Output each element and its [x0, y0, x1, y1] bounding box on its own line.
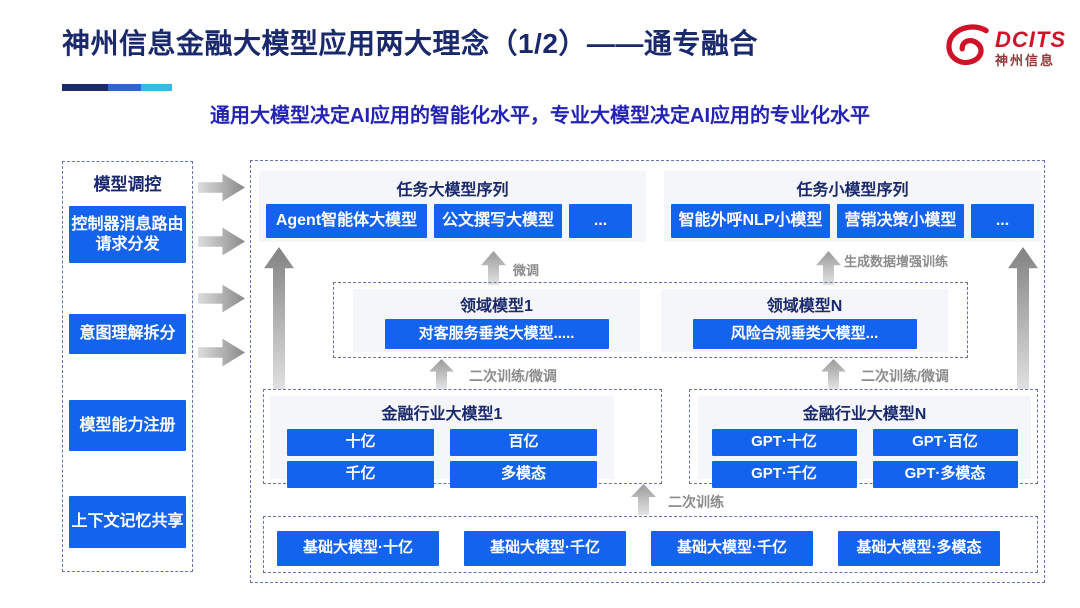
logo-name-en: DCITS: [995, 26, 1066, 52]
scale-chip-100b: 千亿: [287, 461, 434, 488]
model-chip-more: ...: [971, 204, 1034, 238]
sidebar-item-context-memory: 上下文记忆共享: [69, 496, 186, 548]
task-small-model-series: 任务小模型序列 智能外呼NLP小模型 营销决策小模型 ...: [664, 171, 1041, 242]
page-title: 神州信息金融大模型应用两大理念（1/2）——通专融合: [62, 28, 758, 59]
sidebar-item-controller-routing: 控制器消息路由请求分发: [69, 206, 186, 263]
logo-text: DCITS 神州信息: [995, 26, 1066, 68]
up-arrow-icon: [631, 484, 656, 515]
financial-industry-model-1: 金融行业大模型1 十亿 百亿 千亿 多模态: [263, 389, 662, 488]
scale-chip-gpt-100b: GPT·千亿: [711, 461, 857, 488]
task-large-model-series: 任务大模型序列 Agent智能体大模型 公文撰写大模型 ...: [259, 171, 646, 242]
title-accent-bar: [62, 84, 172, 91]
flow-label-secondary-train-finetune: 二次训练/微调: [861, 368, 949, 384]
dcits-logo: DCITS 神州信息: [944, 22, 1066, 73]
right-arrow-icon: [198, 173, 245, 202]
financial-industry-model-n: 金融行业大模型N GPT·十亿 GPT·百亿 GPT·千亿 GPT·多模态: [689, 389, 1038, 488]
sidebar-item-capability-register: 模型能力注册: [69, 400, 186, 451]
scale-chip-multimodal: 多模态: [450, 461, 597, 488]
base-model-chip-multimodal: 基础大模型·多模态: [838, 531, 1000, 566]
up-arrow-icon: [429, 359, 454, 389]
section-title: 金融行业大模型1: [381, 406, 503, 423]
base-model-chip-100b-a: 基础大模型·千亿: [464, 531, 626, 566]
model-chip-marketing-decision: 营销决策小模型: [837, 204, 964, 238]
up-arrow-icon: [481, 251, 506, 285]
flow-label-secondary-train: 二次训练: [668, 494, 724, 510]
right-arrow-icon: [198, 284, 245, 313]
task-small-model-row: 智能外呼NLP小模型 营销决策小模型 ...: [671, 204, 1034, 238]
section-title: 领域模型N: [766, 298, 843, 315]
scale-chip-grid: GPT·十亿 GPT·百亿 GPT·千亿 GPT·多模态: [698, 429, 1031, 488]
base-models-container: 基础大模型·十亿 基础大模型·千亿 基础大模型·千亿 基础大模型·多模态: [263, 516, 1038, 573]
slide-subtitle: 通用大模型决定AI应用的智能化水平，专业大模型决定AI应用的专业化水平: [210, 105, 870, 127]
dcits-swirl-icon: [944, 22, 990, 73]
model-chip-outbound-nlp: 智能外呼NLP小模型: [671, 204, 830, 238]
model-architecture-diagram: 任务大模型序列 Agent智能体大模型 公文撰写大模型 ... 任务小模型序列 …: [250, 160, 1045, 583]
logo-name-cn: 神州信息: [995, 52, 1056, 68]
accent-segment: [108, 84, 141, 91]
base-model-chip-1b: 基础大模型·十亿: [277, 531, 439, 566]
domain-models-container: 领域模型1 对客服务垂类大模型..... 领域模型N 风险合规垂类大模型...: [333, 282, 968, 358]
flow-label-fine-tune: 微调: [513, 263, 540, 278]
model-chip-agent: Agent智能体大模型: [266, 204, 427, 238]
up-arrow-icon: [821, 359, 846, 389]
scale-chip-gpt-10b: GPT·百亿: [872, 429, 1018, 456]
financial-industry-model-1-inner: 金融行业大模型1 十亿 百亿 千亿 多模态: [270, 396, 614, 488]
up-arrow-icon: [816, 251, 841, 285]
scale-chip-grid: 十亿 百亿 千亿 多模态: [270, 429, 614, 488]
domain-model-1: 领域模型1 对客服务垂类大模型.....: [353, 289, 640, 352]
base-model-chip-100b-b: 基础大模型·千亿: [651, 531, 813, 566]
sidebar-title: 模型调控: [93, 175, 162, 194]
accent-segment: [141, 84, 172, 91]
scale-chip-gpt-1b: GPT·十亿: [711, 429, 857, 456]
flow-label-secondary-train-finetune: 二次训练/微调: [469, 368, 557, 384]
scale-chip-gpt-multimodal: GPT·多模态: [872, 461, 1018, 488]
base-model-row: 基础大模型·十亿 基础大模型·千亿 基础大模型·千亿 基础大模型·多模态: [277, 531, 1000, 566]
model-chip-document-writing: 公文撰写大模型: [434, 204, 562, 238]
task-large-model-row: Agent智能体大模型 公文撰写大模型 ...: [266, 204, 632, 238]
section-title: 领域模型1: [460, 298, 533, 315]
scale-chip-1b: 十亿: [287, 429, 434, 456]
up-arrow-icon: [1008, 247, 1038, 389]
model-chip-customer-service: 对客服务垂类大模型.....: [384, 319, 609, 349]
financial-industry-model-n-inner: 金融行业大模型N GPT·十亿 GPT·百亿 GPT·千亿 GPT·多模态: [698, 396, 1031, 488]
up-arrow-icon: [264, 247, 294, 389]
scale-chip-10b: 百亿: [450, 429, 597, 456]
section-title: 任务大模型序列: [396, 182, 509, 199]
right-arrow-icon: [198, 227, 245, 256]
model-chip-more: ...: [569, 204, 632, 238]
flow-label-gen-data-training: 生成数据增强训练: [844, 254, 949, 269]
model-control-panel: 模型调控 控制器消息路由请求分发 意图理解拆分 模型能力注册 上下文记忆共享: [62, 161, 193, 572]
section-title: 金融行业大模型N: [802, 406, 927, 423]
right-arrow-icon: [198, 338, 245, 367]
domain-model-n: 领域模型N 风险合规垂类大模型...: [661, 289, 948, 352]
accent-segment: [62, 84, 108, 91]
model-chip-risk-compliance: 风险合规垂类大模型...: [692, 319, 917, 349]
section-title: 任务小模型序列: [796, 182, 909, 199]
sidebar-item-intent-split: 意图理解拆分: [69, 314, 186, 354]
